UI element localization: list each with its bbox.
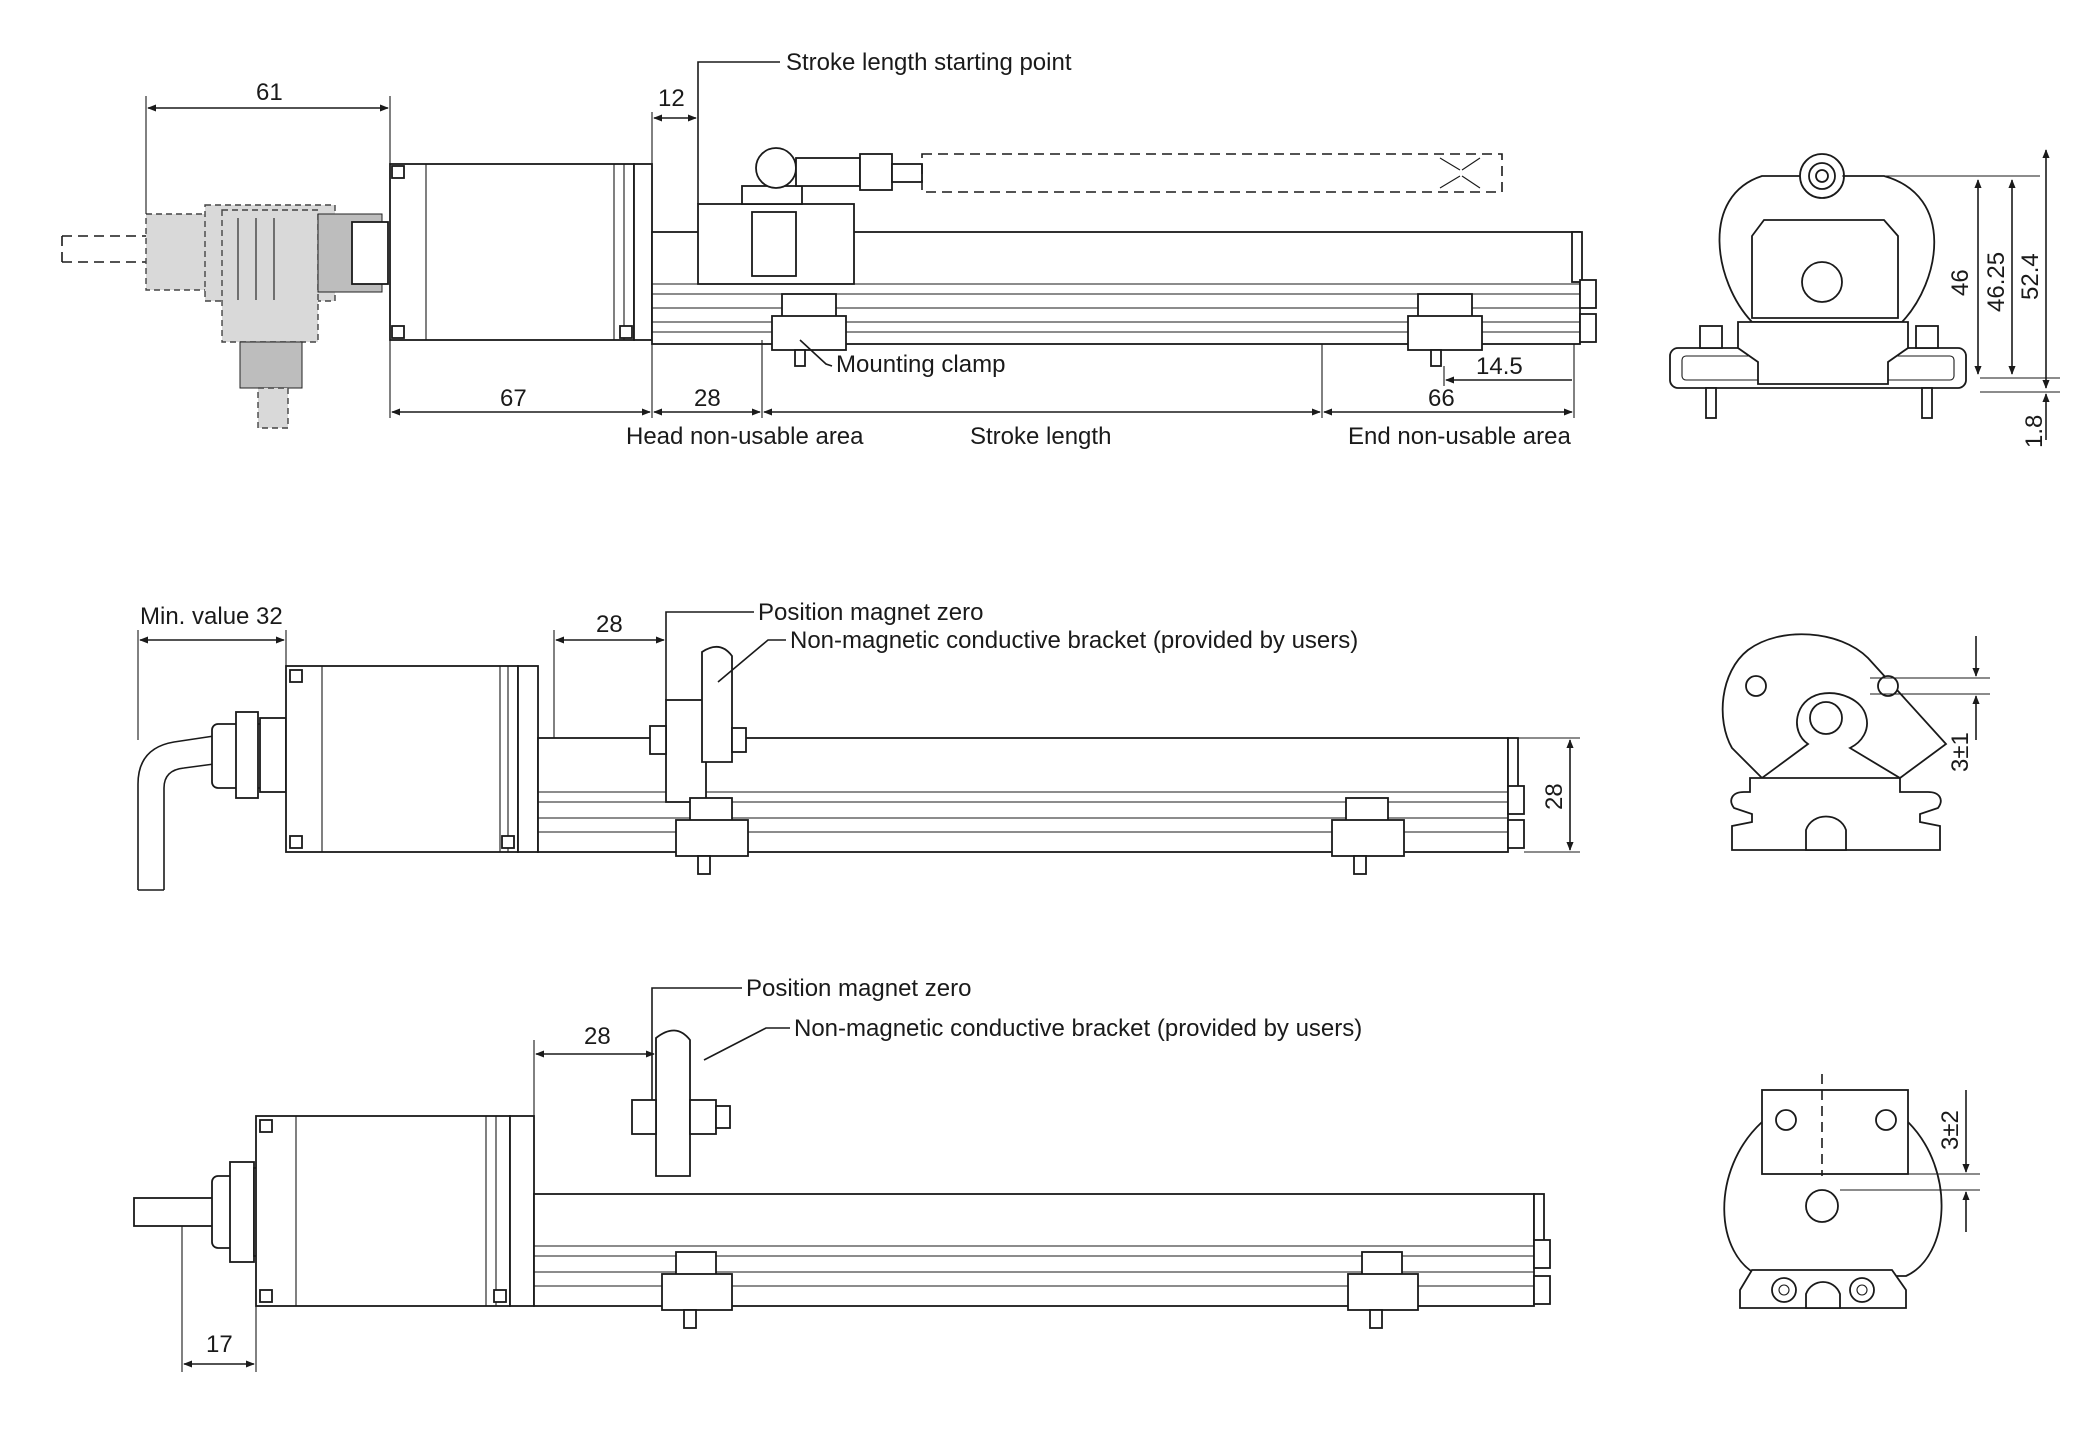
- dim-1-8-text: 1.8: [2021, 415, 2048, 448]
- dim-28-2-text: 28: [596, 611, 623, 638]
- magnet-holder: [665, 699, 707, 803]
- user-bracket: [701, 646, 733, 763]
- magnet-holder-3: [689, 1099, 717, 1135]
- connector-nut: [145, 213, 211, 291]
- label-min-value: Min. value 32: [140, 603, 283, 630]
- dim-66-text: 66: [1428, 385, 1455, 412]
- view1-end-view: 46 46.25 52.4 1.8: [1669, 149, 2060, 448]
- mounting-clamp-left-2: [675, 797, 749, 875]
- end-cap-top: [1579, 279, 1597, 309]
- label-bracket-2: Non-magnetic conductive bracket (provide…: [790, 627, 1358, 654]
- cable-bend: [137, 735, 215, 890]
- dim-61-text: 61: [256, 79, 283, 106]
- head-housing-3: [255, 1115, 511, 1307]
- view2-end-view: 3±1: [1721, 633, 1990, 851]
- end-view-bracket-2: [1721, 633, 1948, 780]
- rail-profile-2: [1730, 777, 1942, 851]
- leader-stroke-start: [697, 61, 780, 204]
- label-end-non-usable: End non-usable area: [1348, 423, 1571, 450]
- mounting-clamp-right-3: [1347, 1251, 1419, 1329]
- dim-28-side-text: 28: [1541, 783, 1568, 810]
- label-stroke-start: Stroke length starting point: [786, 49, 1072, 76]
- connector-elbow: [221, 209, 319, 343]
- mounting-clamp-right: [1407, 293, 1483, 367]
- dim-46-25-text: 46.25: [1983, 252, 2010, 312]
- end-cap-bottom: [1579, 313, 1597, 343]
- head-flange: [633, 163, 653, 341]
- label-bracket-3: Non-magnetic conductive bracket (provide…: [794, 1015, 1362, 1042]
- label-magnet-zero-2: Position magnet zero: [758, 599, 983, 626]
- bracket-plate-3: [1761, 1089, 1909, 1175]
- mounting-clamp-left: [771, 293, 847, 367]
- view3-end-view: 3±2: [1723, 1074, 1980, 1309]
- leader-bracket-2: [717, 639, 786, 683]
- dim-12-text: 12: [658, 85, 685, 112]
- dim-28-3-text: 28: [584, 1023, 611, 1050]
- leader-magnet-zero-2: [665, 611, 754, 700]
- leader-mounting-clamp: [799, 339, 833, 367]
- dim-28-text: 28: [694, 385, 721, 412]
- ball-joint: [755, 147, 797, 189]
- leader-magnet-zero-3: [651, 987, 742, 1100]
- label-magnet-zero-3: Position magnet zero: [746, 975, 971, 1002]
- leader-bracket-3: [703, 1027, 790, 1061]
- dim-17-text: 17: [206, 1331, 233, 1358]
- dim-52-4-text: 52.4: [2017, 253, 2044, 300]
- head-housing-2: [285, 665, 519, 853]
- dim-14-5-text: 14.5: [1476, 353, 1523, 380]
- view2-side-view: Min. value 32 28 Position magnet zero No…: [137, 599, 1580, 891]
- connector-plug: [257, 387, 289, 429]
- dim-46-text: 46: [1947, 269, 1974, 296]
- head-housing: [389, 163, 635, 341]
- connector-ring: [351, 221, 389, 285]
- connector-knurl-bottom: [239, 341, 303, 389]
- dim-67-text: 67: [500, 385, 527, 412]
- label-mounting-clamp: Mounting clamp: [836, 351, 1005, 378]
- label-stroke-length: Stroke length: [970, 423, 1111, 450]
- cable-straight: [133, 1197, 217, 1227]
- rod-nut: [859, 153, 893, 191]
- dim-3pm1-text: 3±1: [1947, 732, 1974, 772]
- view1-side-view: Stroke length starting point Mounting cl…: [61, 49, 1597, 450]
- cable-stub: [61, 235, 150, 263]
- mounting-clamp-left-3: [661, 1251, 733, 1329]
- view3-side-view: 28 Position magnet zero Non-magnetic con…: [133, 975, 1551, 1372]
- dim-3pm2-text: 3±2: [1937, 1110, 1964, 1150]
- label-head-non-usable: Head non-usable area: [626, 423, 864, 450]
- user-bracket-3: [655, 1029, 691, 1177]
- extension-rod: [921, 153, 1503, 193]
- mounting-clamp-right-2: [1331, 797, 1405, 875]
